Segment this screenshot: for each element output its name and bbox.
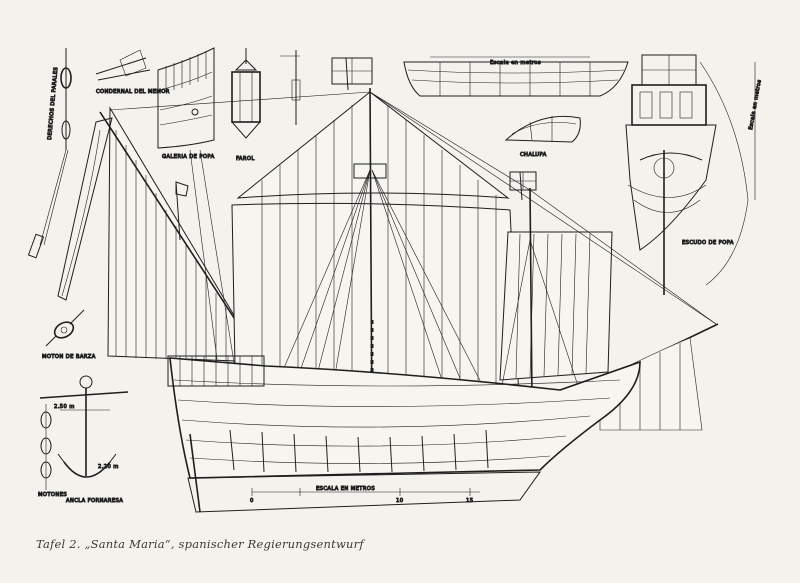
chalupa-boat: CHALUPA — [504, 115, 581, 159]
hull-scale-tick-10: 10 — [396, 498, 403, 504]
motonera-label: CONDERNAL DEL MEMOR — [96, 89, 170, 95]
cleat-detail — [280, 50, 301, 125]
hull-scale-tick-15: 15 — [466, 498, 473, 504]
ship-sails-and-rigging — [99, 57, 719, 431]
stern-gallery-detail: GALERIA DE POPA — [157, 47, 215, 161]
lantern-detail: FAROL — [231, 48, 261, 163]
motonera-detail: CONDERNAL DEL MEMOR — [96, 49, 170, 96]
boat-scale-label: Escala en metros — [490, 60, 541, 66]
escudo-de-popa-label: ESCUDO DE POPA — [682, 240, 734, 246]
anchor-dimension-bottom: 2.20 m — [98, 464, 119, 470]
hull-scale-label: ESCALA EN METROS — [316, 486, 375, 492]
anchor-dimension-top: 2.50 m — [54, 404, 75, 410]
longboat-profile: Escala en metros — [403, 56, 629, 97]
gallery-label: GALERIA DE POPA — [162, 154, 215, 160]
anchor-block-label: MOTONES — [38, 492, 67, 498]
ship-hull: ESCALA EN METROS 0 10 15 — [167, 355, 641, 513]
rigging-left-label: DERECHOS DEL PARALES — [47, 67, 59, 141]
anchor-detail: 2.50 m 2.20 m MOTONES ANCLA FORNARESA — [38, 375, 129, 505]
plate-caption: Tafel 2. „Santa Maria“, spanischer Regie… — [36, 537, 364, 551]
anchor-label: ANCLA FORNARESA — [66, 498, 123, 504]
lantern-label: FAROL — [236, 156, 255, 162]
rigging-detail-left: DERECHOS DEL PARALES — [27, 48, 72, 259]
barza-block-detail: MOTON DE BARZA — [42, 309, 96, 361]
chalupa-label: CHALUPA — [520, 152, 547, 158]
stern-view: Escala en metros ESCUDO DE POPA — [625, 54, 763, 295]
hull-scale-tick-0: 0 — [250, 498, 254, 504]
block-left-label: MOTON DE BARZA — [42, 354, 96, 360]
pennant — [57, 117, 113, 301]
stern-scale-label: Escala en metros — [748, 79, 763, 130]
